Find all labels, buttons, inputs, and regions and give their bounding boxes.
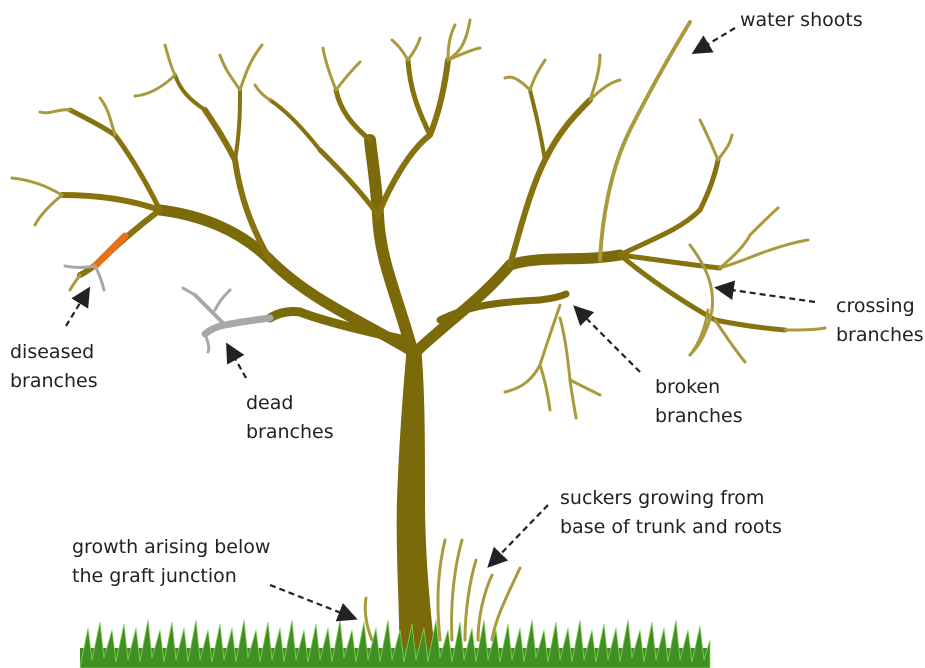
- label-graft: growth arising below the graft junction: [72, 533, 270, 591]
- main-branches: [160, 140, 620, 350]
- arrow-crossing: [718, 288, 815, 302]
- label-crossing-line1: crossing: [836, 292, 924, 321]
- label-diseased-line2: branches: [10, 367, 98, 396]
- arrow-water-shoots: [695, 28, 735, 52]
- label-crossing-branches: crossing branches: [836, 292, 924, 350]
- label-suckers-line1: suckers growing from: [560, 484, 782, 513]
- diseased-branch: [65, 210, 160, 290]
- trunk: [398, 345, 436, 668]
- label-graft-line1: growth arising below: [72, 533, 270, 562]
- label-suckers: suckers growing from base of trunk and r…: [560, 484, 782, 542]
- label-diseased-branches: diseased branches: [10, 338, 98, 396]
- label-suckers-line2: base of trunk and roots: [560, 513, 782, 542]
- graft-growth: [365, 598, 372, 640]
- label-graft-line2: the graft junction: [72, 562, 270, 591]
- label-water-shoots: water shoots: [740, 6, 863, 35]
- arrow-suckers: [490, 505, 548, 565]
- label-diseased-line1: diseased: [10, 338, 98, 367]
- water-shoot: [600, 22, 690, 260]
- label-crossing-line2: branches: [836, 321, 924, 350]
- arrow-broken: [576, 308, 640, 372]
- grass: [80, 620, 710, 668]
- label-dead-branches: dead branches: [246, 389, 334, 447]
- arrow-diseased: [66, 290, 88, 326]
- label-broken-branches: broken branches: [655, 373, 743, 431]
- label-water-shoots-text: water shoots: [740, 6, 863, 35]
- secondary-branches: [62, 60, 785, 330]
- dead-branch: [183, 288, 270, 352]
- broken-branch: [505, 305, 600, 418]
- label-dead-line1: dead: [246, 389, 334, 418]
- label-dead-line2: branches: [246, 418, 334, 447]
- arrow-graft: [270, 585, 354, 618]
- arrow-dead: [228, 346, 246, 378]
- label-broken-line1: broken: [655, 373, 743, 402]
- crossing-branches: [690, 245, 713, 355]
- label-broken-line2: branches: [655, 402, 743, 431]
